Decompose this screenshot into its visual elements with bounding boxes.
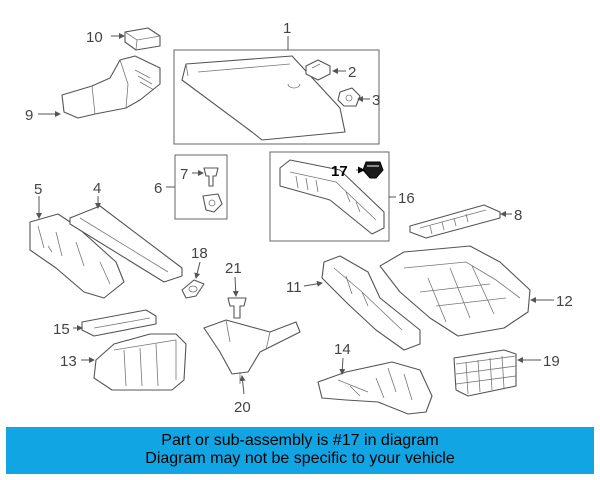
callout-6[interactable]: 6	[154, 180, 162, 197]
part-16-sill-plate	[279, 159, 385, 235]
part-21-fastener	[227, 297, 247, 319]
banner-line-part: Part or sub-assembly is #17 in diagram	[161, 432, 439, 449]
part-1-cargo-cover	[181, 55, 346, 141]
part-15-strip	[81, 309, 157, 337]
part-5-side-panel	[29, 213, 125, 299]
part-3-hook	[337, 87, 361, 107]
callout-14[interactable]: 14	[334, 341, 351, 358]
part-10-bracket	[124, 27, 161, 51]
callout-5[interactable]: 5	[34, 181, 42, 198]
part-18-grommet	[181, 279, 205, 299]
callout-12[interactable]: 12	[556, 293, 573, 310]
callout-13[interactable]: 13	[60, 353, 77, 370]
part-8-mat	[409, 204, 501, 239]
callout-labels: 10 1 2 3 9 7 6 17 16 8 5 4 18 21 11 12 1…	[25, 20, 573, 416]
part-13-tray	[93, 333, 187, 391]
callout-18[interactable]: 18	[191, 245, 208, 262]
part-2-clip	[305, 59, 331, 81]
part-20-bracket	[203, 319, 301, 384]
banner-line-disclaimer: Diagram may not be specific to your vehi…	[145, 450, 455, 467]
callout-9[interactable]: 9	[25, 107, 33, 124]
callout-10[interactable]: 10	[86, 29, 103, 46]
callout-11[interactable]: 11	[286, 279, 302, 296]
callout-16[interactable]: 16	[398, 190, 415, 207]
group-frame-1	[173, 49, 380, 145]
callout-3[interactable]: 3	[372, 92, 380, 109]
callout-19[interactable]: 19	[543, 353, 560, 370]
callout-20[interactable]: 20	[234, 399, 251, 416]
part-7-bolt	[203, 167, 219, 187]
part-12-cargo-tub	[379, 245, 531, 337]
callout-15[interactable]: 15	[53, 321, 70, 338]
part-6-striker	[202, 193, 223, 213]
callout-21[interactable]: 21	[225, 260, 242, 277]
part-9-trim-panel	[61, 55, 161, 119]
callout-1[interactable]: 1	[283, 20, 291, 37]
callout-4[interactable]: 4	[93, 180, 101, 197]
callout-2[interactable]: 2	[348, 64, 356, 81]
part-19-basket	[453, 349, 517, 397]
leader-lines	[36, 33, 554, 395]
callout-7[interactable]: 7	[180, 166, 188, 183]
callout-17[interactable]: 17	[331, 163, 348, 180]
part-17-clip	[362, 161, 384, 179]
part-11-trim	[321, 255, 421, 351]
callout-8[interactable]: 8	[514, 207, 522, 224]
info-banner: Part or sub-assembly is #17 in diagram D…	[6, 427, 594, 474]
part-14-floor-tray	[317, 361, 433, 415]
group-frame-6	[174, 154, 228, 220]
